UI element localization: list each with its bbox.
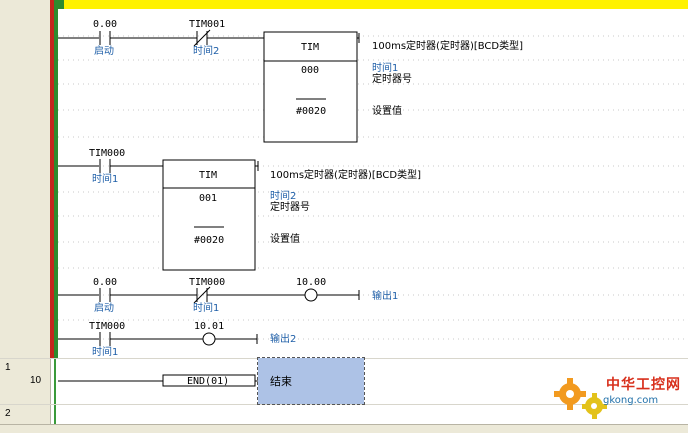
section-header-marker	[58, 0, 64, 9]
contact-address: 0.00	[93, 277, 117, 288]
rung-4[interactable]: TIM000 时间1 10.01 输出2	[58, 321, 296, 358]
instruction-description: 100ms定时器(定时器)[BCD类型]	[372, 39, 523, 52]
timer-block[interactable]: TIM 000 #0020	[263, 31, 358, 143]
coil-comment: 输出2	[270, 332, 296, 345]
rung-end[interactable]: END(01)	[58, 374, 258, 387]
output-coil-icon[interactable]	[304, 288, 318, 302]
contact-address: TIM000	[189, 277, 225, 288]
output-coil-icon[interactable]	[202, 332, 216, 346]
block-name: TIM	[199, 170, 217, 181]
rail-inner-strip-lower	[54, 358, 56, 432]
operand-comment: 时间1	[372, 61, 398, 74]
coil-address: 10.00	[296, 277, 326, 288]
no-contact-icon[interactable]	[99, 31, 111, 45]
section-header-bar[interactable]	[58, 0, 688, 9]
contact-comment: 时间1	[92, 345, 118, 358]
block-timer-number: 001	[199, 193, 217, 204]
rung-2[interactable]: TIM000 时间1 TIM 001 #0020 100ms定时器(定时器)[B…	[58, 148, 421, 271]
horizontal-scrollbar[interactable]	[0, 424, 688, 433]
logo-url: gkong.com	[603, 395, 659, 406]
operand-label: 定时器号	[270, 200, 310, 213]
contact-comment: 时间2	[193, 44, 219, 57]
block-timer-number: 000	[301, 65, 319, 76]
block-set-value: #0020	[296, 106, 326, 117]
instruction-description: 100ms定时器(定时器)[BCD类型]	[270, 168, 421, 181]
coil-comment: 输出1	[372, 289, 398, 302]
step-number: 10	[30, 375, 42, 386]
end-instruction-label: END(01)	[187, 376, 229, 387]
rung-index: 1	[5, 362, 11, 373]
contact-comment: 时间1	[193, 301, 219, 314]
contact-address: 0.00	[93, 19, 117, 30]
left-power-rail	[50, 0, 54, 358]
operand-comment: 时间2	[270, 189, 296, 202]
operand-label: 设置值	[270, 232, 300, 245]
contact-comment: 启动	[94, 44, 114, 57]
end-comment: 结束	[270, 375, 292, 388]
rail-inner-strip	[54, 0, 58, 358]
gear-icon	[582, 393, 607, 419]
contact-address: TIM000	[89, 148, 125, 159]
operand-label: 定时器号	[372, 72, 412, 85]
timer-block[interactable]: TIM 001 #0020	[162, 159, 256, 271]
gear-icon	[554, 378, 586, 410]
contact-address: TIM000	[89, 321, 125, 332]
block-name: TIM	[301, 42, 319, 53]
rung-1[interactable]: 0.00 启动 TIM001 时间2 TIM 000 #0020 100ms定时…	[58, 19, 523, 143]
contact-address: TIM001	[189, 19, 225, 30]
end-instruction-box[interactable]: END(01)	[162, 374, 256, 387]
operand-label: 设置值	[372, 104, 402, 117]
block-set-value: #0020	[194, 235, 224, 246]
contact-comment: 时间1	[92, 172, 118, 185]
logo-text: 中华工控网	[606, 377, 681, 393]
gkong-logo	[554, 378, 607, 419]
rung-3[interactable]: 0.00 启动 TIM000 时间1 10.00 输出1	[58, 277, 398, 314]
selected-comment-cell[interactable]	[257, 357, 365, 405]
coil-address: 10.01	[194, 321, 224, 332]
contact-comment: 启动	[94, 301, 114, 314]
rung-separator	[0, 404, 688, 405]
rung-index: 2	[5, 408, 11, 419]
